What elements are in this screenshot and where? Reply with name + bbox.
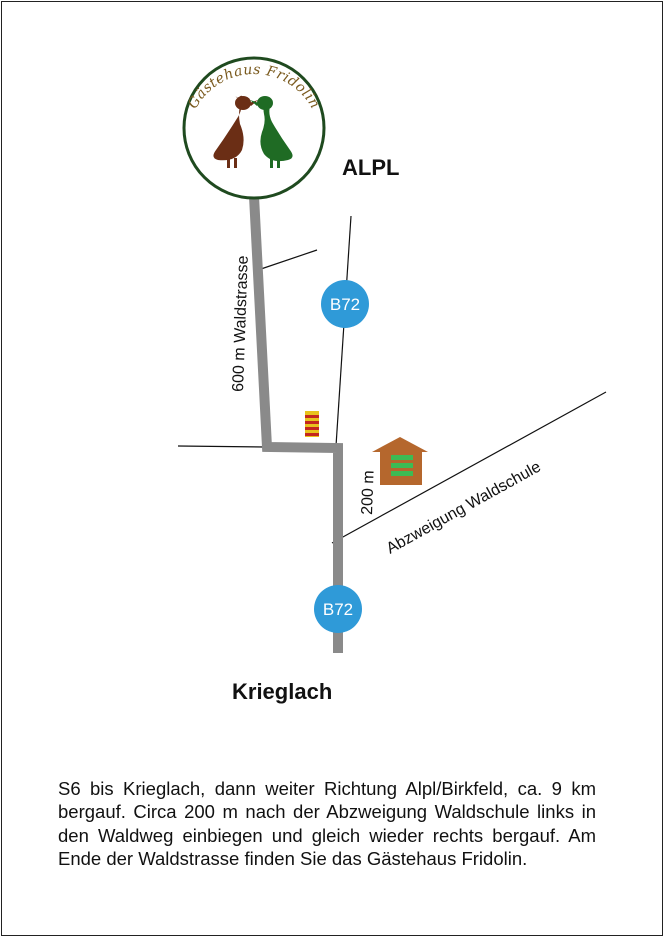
b72-label-south: B72 [323,600,353,619]
logo: Gästehaus Fridolin [182,56,326,200]
b72-badge-north: B72 [321,280,369,328]
route-waldstrasse [249,195,343,653]
side-road-upper [257,249,318,271]
place-label-alpl: ALPL [342,155,399,180]
place-label-krieglach: Krieglach [232,679,332,704]
duck-pair-icon [213,95,293,168]
distance-label-200m: 200 m [359,470,378,515]
directions-text: S6 bis Krieglach, dann weiter Richtung A… [58,777,596,870]
road-b72-north [335,215,352,447]
railroad-crossing-icon [305,411,319,437]
side-road-left [177,445,266,448]
school-building-icon [372,437,428,485]
waldstrasse-label: 600 m Waldstrasse [230,255,252,392]
road-abzweigung-waldschule [331,391,607,544]
b72-label-north: B72 [330,295,360,314]
b72-badge-south: B72 [314,585,362,633]
